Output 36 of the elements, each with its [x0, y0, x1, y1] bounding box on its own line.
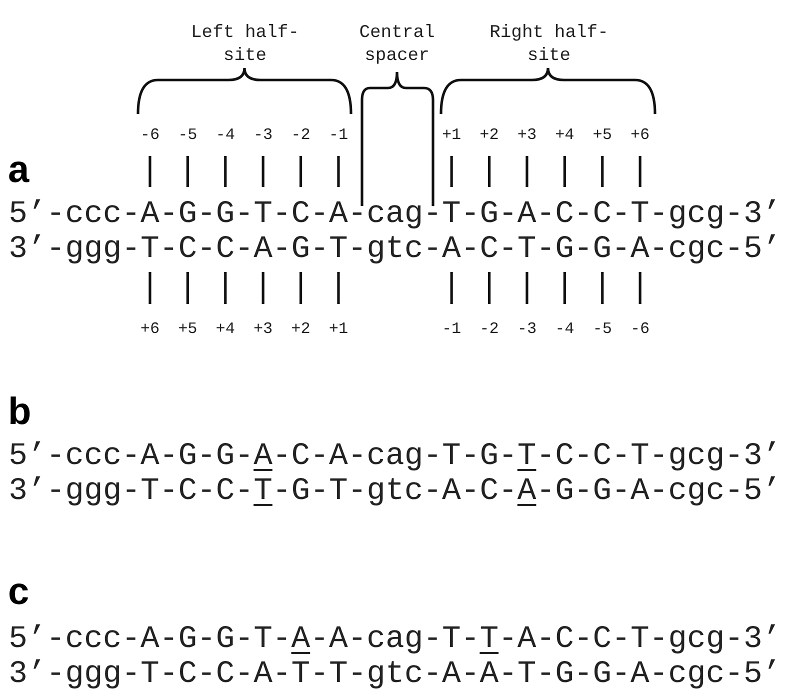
dna-sequence: 5’-ccc-A-G-G-T-A-A-cag-T-T-A-C-C-T-gcg-3’ — [8, 624, 782, 656]
dna-sequence: 5’-ccc-A-G-G-A-C-A-cag-T-G-T-C-C-T-gcg-3’ — [8, 441, 782, 473]
position-number: +5 — [592, 126, 613, 144]
position-number: -5 — [592, 320, 613, 338]
position-number: +2 — [290, 320, 312, 338]
dna-sequence: 3’-ggg-T-C-C-A-T-T-gtc-A-A-T-G-G-A-cgc-5’ — [8, 659, 782, 690]
position-number: -4 — [554, 320, 576, 338]
position-number: +1 — [328, 320, 350, 338]
position-number: +6 — [139, 320, 161, 338]
position-number: -4 — [214, 126, 236, 144]
dna-sequence: 3’-ggg-T-C-C-T-G-T-gtc-A-C-A-G-G-A-cgc-5’ — [8, 476, 782, 508]
panel-letter: c — [8, 572, 30, 612]
position-number: +2 — [478, 126, 500, 144]
position-number: -6 — [139, 126, 161, 144]
dna-sequence: 5’-ccc-A-G-G-T-C-A-cag-T-G-A-C-C-T-gcg-3’ — [8, 199, 782, 231]
panel-letter: a — [8, 150, 30, 190]
position-number: +1 — [440, 126, 462, 144]
position-number: +6 — [629, 126, 651, 144]
position-number: -3 — [252, 126, 274, 144]
position-number: -2 — [290, 126, 312, 144]
dna-sequence: 3’-ggg-T-C-C-A-G-T-gtc-A-C-T-G-G-A-cgc-5’ — [8, 234, 782, 266]
position-number: +4 — [214, 320, 236, 338]
region-label: Central spacer — [358, 22, 436, 68]
position-number: -5 — [177, 126, 198, 144]
position-number: +3 — [252, 320, 274, 338]
position-number: -1 — [328, 126, 350, 144]
position-number: +3 — [516, 126, 538, 144]
position-number: +4 — [554, 126, 576, 144]
position-number: +5 — [177, 320, 198, 338]
position-number: -6 — [629, 320, 651, 338]
region-label: Left half-site — [190, 22, 300, 68]
position-number: -3 — [516, 320, 538, 338]
position-number: -1 — [440, 320, 462, 338]
position-number: -2 — [478, 320, 500, 338]
region-label: Right half-site — [488, 22, 610, 68]
panel-letter: b — [8, 392, 32, 432]
